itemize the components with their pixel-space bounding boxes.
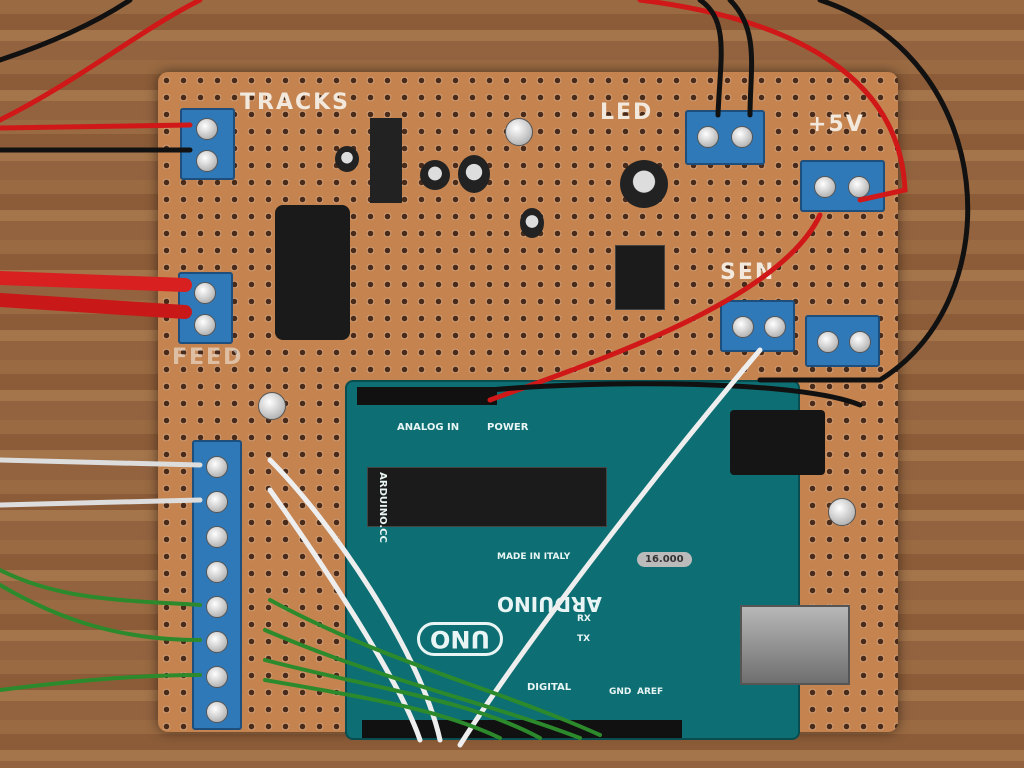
toroid-transformer [275, 205, 350, 340]
label-tx: TX [577, 634, 591, 644]
label-power: POWER [487, 422, 529, 433]
label-5v: +5V [808, 112, 865, 137]
voltage-regulator [370, 118, 402, 203]
label-sen: SEN [720, 260, 776, 285]
wire-black [757, 0, 971, 383]
terminal-strip-8way [192, 440, 242, 730]
terminal-led [685, 110, 765, 165]
capacitor [520, 208, 544, 238]
wire-green [263, 628, 582, 740]
wire-white [0, 457, 203, 468]
label-analog-in: ANALOG IN [397, 422, 460, 433]
wire-green [263, 658, 542, 740]
ic-chip [615, 245, 665, 310]
label-gnd: GND [609, 687, 632, 697]
usb-b-port [740, 605, 850, 685]
wire-black [727, 0, 755, 118]
terminal-tracks [180, 108, 235, 180]
label-feed: FEED [172, 345, 244, 370]
label-made-in: MADE IN ITALY [497, 552, 571, 562]
wire-white [267, 487, 423, 743]
analog-header [357, 387, 497, 405]
wire-green [263, 678, 502, 740]
wire-red [487, 212, 823, 403]
mounting-screw [828, 498, 856, 526]
dc-power-jack [730, 410, 825, 475]
wire-black [0, 0, 133, 63]
label-digital: DIGITAL [527, 682, 572, 693]
wire-green [268, 598, 602, 737]
terminal-5v [800, 160, 885, 212]
label-led: LED [600, 100, 654, 125]
wire-red [0, 0, 203, 123]
wire-red [637, 0, 908, 203]
wire-red-thick [0, 271, 192, 292]
wire-red [0, 122, 193, 131]
wire-white [0, 497, 203, 508]
wire-red-thick [0, 293, 192, 319]
label-rx: RX [577, 614, 591, 624]
wire-white [267, 457, 443, 743]
label-tracks: TRACKS [240, 90, 351, 115]
atmega-chip [367, 467, 607, 527]
wire-green [0, 583, 202, 642]
capacitor [620, 160, 668, 208]
crystal-oscillator: 16.000 [637, 552, 692, 567]
mounting-screw [258, 392, 286, 420]
capacitor [335, 146, 359, 172]
mounting-screw [505, 118, 533, 146]
capacitor [420, 160, 450, 190]
terminal-sen [720, 300, 795, 352]
terminal-block [805, 315, 880, 367]
wire-black [487, 381, 863, 408]
wire-green [0, 673, 202, 692]
wire-green [0, 568, 202, 607]
capacitor [458, 155, 490, 193]
wire-white [457, 347, 763, 748]
wire-black [697, 0, 724, 118]
label-aref: AREF [637, 687, 664, 697]
